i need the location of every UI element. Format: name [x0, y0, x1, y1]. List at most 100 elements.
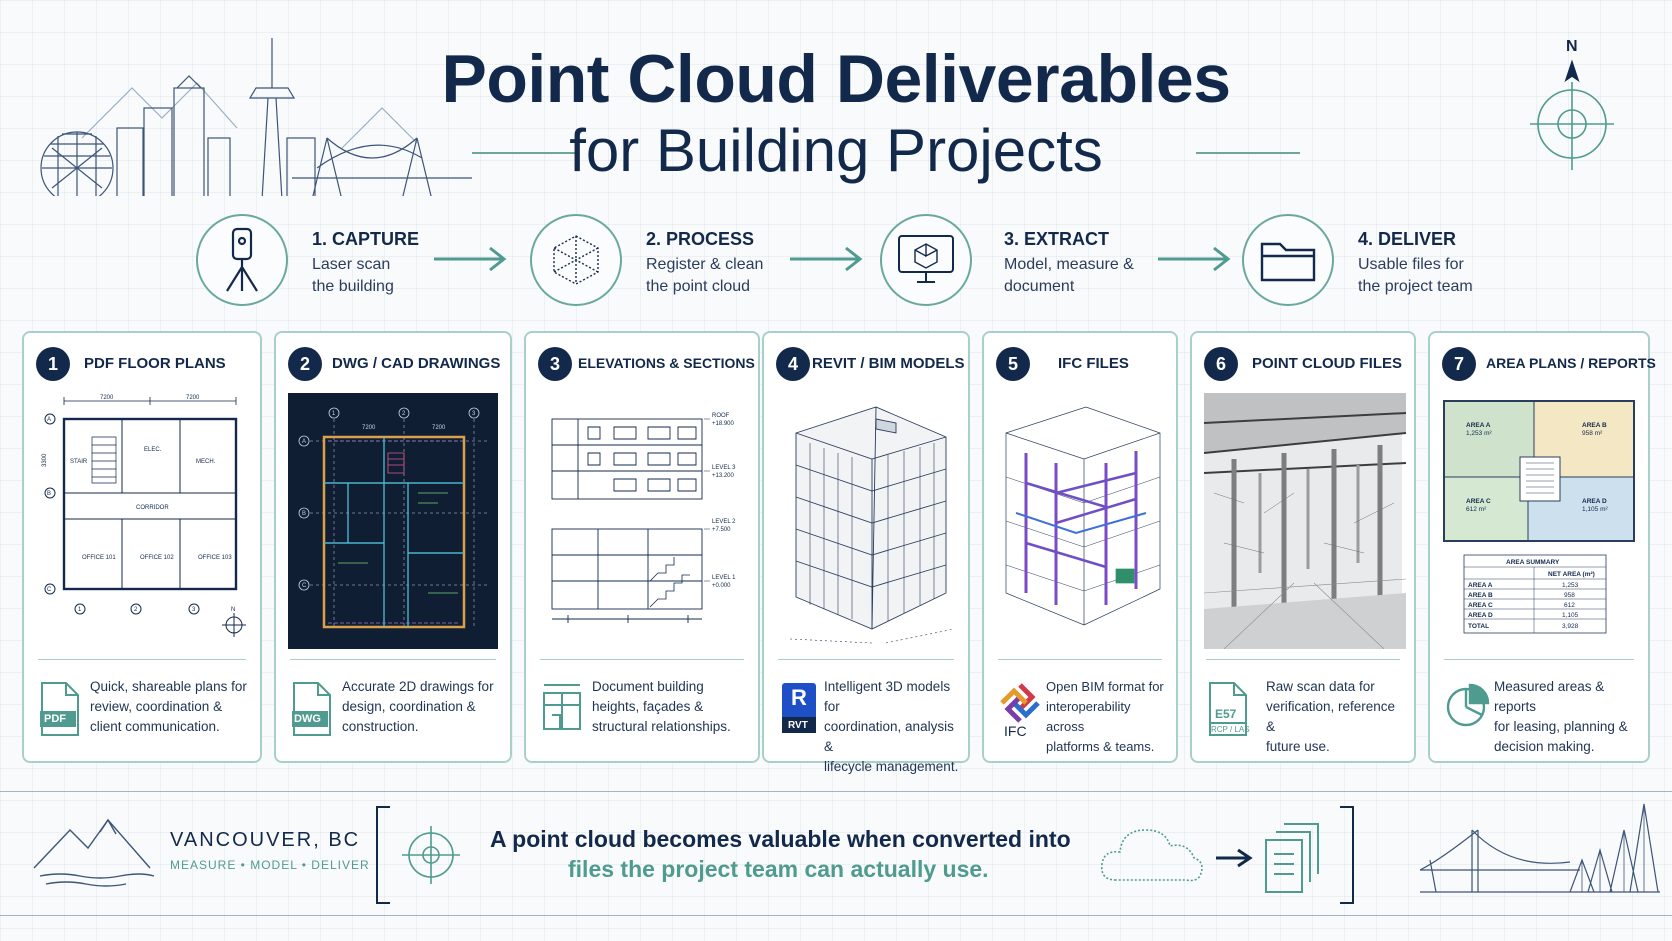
grid-row-label: C	[302, 583, 307, 589]
deliverable-card-pdf: 1 PDF FLOOR PLANS 7200 7200 3300 STAIR E…	[22, 331, 262, 763]
card-title: ELEVATIONS & SECTIONS	[578, 355, 755, 371]
step-process: 2. PROCESS Register & clean the point cl…	[646, 229, 763, 298]
plan-dim-label: 7200	[432, 425, 446, 431]
grid-col-label: 3	[472, 411, 476, 417]
level-value-label: +7.500	[712, 527, 731, 533]
room-label: OFFICE 103	[198, 555, 232, 561]
arrow-right-icon	[1214, 848, 1254, 873]
callout-line-1: A point cloud becomes valuable when conv…	[490, 826, 1071, 852]
e57-file-icon: E57 RCP / LAS	[1206, 681, 1250, 737]
target-crosshair-icon	[396, 820, 466, 895]
point-cloud-cube-icon	[553, 235, 599, 285]
plan-dim-label: 7200	[186, 395, 200, 401]
grid-col-label: 1	[332, 411, 336, 417]
footer-divider-top	[0, 791, 1672, 792]
level-name-label: LEVEL 1	[712, 575, 736, 581]
step-capture-icon-circle	[196, 214, 288, 306]
room-label: OFFICE 102	[140, 555, 174, 561]
deliverable-card-elevations: 3 ELEVATIONS & SECTIONS ROOF +18.900 LEV…	[524, 331, 760, 763]
level-value-label: +18.900	[712, 421, 735, 427]
summary-cell: 1,253	[1562, 582, 1579, 589]
mountain-icon	[30, 810, 160, 890]
area-value-label: 1,105 m²	[1582, 506, 1608, 513]
arrow-right-icon	[1158, 246, 1231, 272]
summary-cell: 612	[1564, 602, 1575, 609]
grid-row-label: B	[302, 511, 306, 517]
area-value-label: 612 m²	[1466, 506, 1487, 513]
summary-cell: AREA C	[1468, 602, 1493, 609]
deliverable-card-revit: 4 REVIT / BIM MODELS R RVT Intelligent 3…	[762, 331, 970, 774]
card-number-badge: 4	[776, 347, 810, 381]
plan-dim-label: 7200	[100, 395, 114, 401]
step-title: 2. PROCESS	[646, 229, 755, 249]
page-subtitle: for Building Projects	[569, 117, 1103, 184]
plan-dim-label: 7200	[362, 425, 376, 431]
card-title: IFC FILES	[1058, 355, 1129, 372]
location-city: VANCOUVER, BC	[170, 829, 361, 851]
deliverable-card-dwg: 2 DWG / CAD DRAWINGS 1 2 3 7200 7200 A B…	[274, 331, 512, 763]
card-description: Accurate 2D drawings for design, coordin…	[342, 679, 494, 734]
revit-file-icon: R RVT	[778, 681, 822, 737]
callout-bracket-left	[376, 806, 390, 904]
dwg-badge-label: DWG	[294, 713, 321, 725]
step-process-icon-circle	[530, 214, 622, 306]
card-title: PDF FLOOR PLANS	[84, 355, 226, 372]
grid-col-label: 2	[134, 607, 138, 613]
grid-col-label: 2	[402, 411, 406, 417]
step-desc: Laser scan the building	[312, 256, 394, 295]
floor-plan-drawing: 7200 7200 3300 STAIR ELEC. MECH. CORRIDO…	[36, 393, 248, 649]
card-description: Intelligent 3D models for coordination, …	[824, 679, 959, 774]
deliverable-card-area-plans: 7 AREA PLANS / REPORTS AREA A 1,253 m² A…	[1428, 331, 1656, 763]
dwg-file-icon: DWG	[290, 681, 334, 737]
card-description: Raw scan data for verification, referenc…	[1266, 679, 1396, 754]
card-description: Open BIM format for interoperability acr…	[1046, 679, 1164, 754]
grid-row-label: B	[47, 491, 51, 497]
card-number-badge: 6	[1204, 347, 1238, 381]
page-title: Point Cloud Deliverables	[441, 41, 1231, 117]
card-description: Quick, shareable plans for review, coord…	[90, 679, 247, 734]
step-desc: Usable files for the project team	[1358, 256, 1473, 295]
callout-line-2: files the project team can actually use.	[568, 856, 989, 882]
area-name-label: AREA B	[1582, 422, 1607, 429]
area-name-label: AREA C	[1466, 498, 1491, 505]
area-name-label: AREA A	[1466, 422, 1491, 429]
plan-side-dim-label: 3300	[42, 453, 48, 467]
north-label: N	[231, 607, 235, 613]
summary-cell: AREA A	[1468, 582, 1493, 589]
card-title: POINT CLOUD FILES	[1252, 355, 1402, 372]
revit-letter-label: R	[791, 685, 807, 710]
room-label: OFFICE 101	[82, 555, 116, 561]
card-number-badge: 3	[538, 347, 572, 381]
room-label: STAIR	[70, 459, 88, 465]
location-tagline: MEASURE • MODEL • DELIVER	[170, 858, 370, 872]
elevation-section-icon	[540, 681, 584, 737]
card-description: Measured areas & reports for leasing, pl…	[1494, 679, 1628, 754]
grid-col-label: 3	[192, 607, 196, 613]
level-name-label: ROOF	[712, 413, 730, 419]
ifc-model-illustration	[996, 393, 1164, 649]
revit-badge-label: RVT	[788, 720, 808, 731]
level-value-label: +0.000	[712, 583, 731, 589]
bim-model-illustration	[776, 393, 956, 649]
area-name-label: AREA D	[1582, 498, 1607, 505]
e57-badge-label: E57	[1215, 707, 1237, 721]
title-rule-right	[1196, 152, 1300, 154]
step-extract-icon-circle	[880, 214, 972, 306]
arrow-right-icon	[434, 246, 507, 272]
area-value-label: 958 m²	[1582, 430, 1603, 437]
deliverable-card-point-cloud: 6 POINT CLOUD FILES E57 RCP / LAS Raw sc…	[1190, 331, 1416, 763]
card-number-badge: 5	[996, 347, 1030, 381]
summary-col-header: NET AREA (m²)	[1548, 571, 1595, 578]
e57-sub-label: RCP / LAS	[1211, 725, 1250, 734]
step-deliver: 4. DELIVER Usable files for the project …	[1358, 229, 1473, 298]
card-title: REVIT / BIM MODELS	[812, 355, 965, 372]
summary-cell: 958	[1564, 592, 1575, 599]
step-title: 3. EXTRACT	[1004, 229, 1110, 249]
grid-row-label: A	[302, 439, 306, 445]
step-title: 4. DELIVER	[1358, 229, 1457, 249]
folder-icon	[1260, 242, 1316, 282]
card-title: DWG / CAD DRAWINGS	[332, 355, 501, 372]
cad-drawing: 1 2 3 7200 7200 A B C	[288, 393, 498, 649]
card-number-badge: 2	[288, 347, 322, 381]
summary-cell: AREA D	[1468, 612, 1493, 619]
